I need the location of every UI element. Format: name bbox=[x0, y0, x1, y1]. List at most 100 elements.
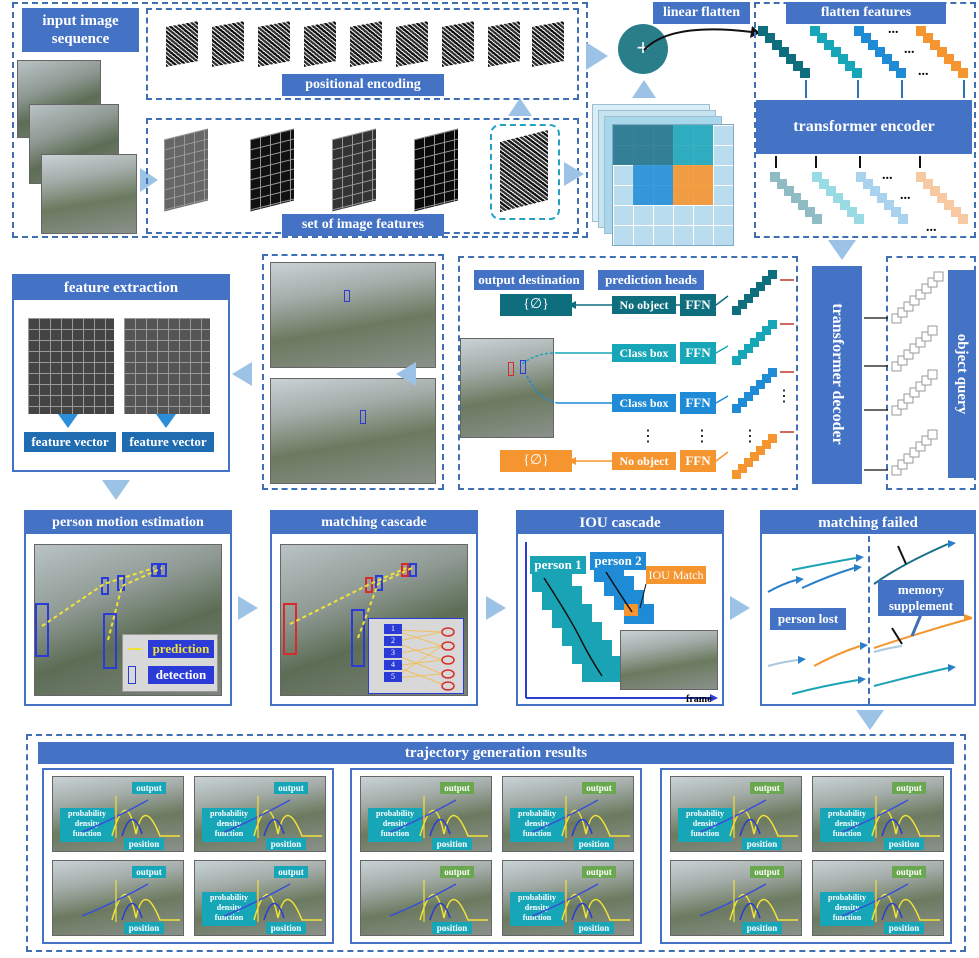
ffn-head-4: FFN bbox=[680, 450, 716, 472]
pdf-curves bbox=[531, 880, 630, 922]
feature-vector-label-1: feature vector bbox=[24, 432, 116, 452]
output-label: output bbox=[132, 782, 166, 794]
memory-supplement-label: memory supplement bbox=[878, 580, 964, 616]
output-label: output bbox=[440, 866, 474, 878]
pdf-curves bbox=[389, 796, 488, 838]
output-destination-label: output destination bbox=[474, 270, 584, 290]
ffn-head-3: FFN bbox=[680, 392, 716, 414]
detection-frames-panel bbox=[262, 254, 444, 490]
down-arrow-b bbox=[156, 414, 176, 428]
flow-arrow-down-right bbox=[856, 710, 884, 730]
pe-map bbox=[532, 21, 564, 67]
pdf-label: probability density function bbox=[678, 808, 732, 842]
empty-set-output-2: {∅} bbox=[500, 450, 572, 472]
flow-arrow-features bbox=[564, 162, 584, 186]
pdf-curves bbox=[81, 796, 180, 838]
detection-legend-box bbox=[128, 666, 136, 684]
flow-arrow-r2 bbox=[486, 596, 506, 620]
feature-map-4 bbox=[414, 128, 458, 212]
vdots-1: ⋮ bbox=[640, 428, 656, 445]
pdf-curves bbox=[223, 880, 322, 922]
feature-grid-stack bbox=[592, 104, 742, 250]
object-query-label: object query bbox=[954, 333, 970, 415]
output-label: output bbox=[274, 782, 308, 794]
position-label: position bbox=[742, 922, 782, 934]
detection-legend-label: detection bbox=[148, 666, 214, 684]
bipartite-num: 2 bbox=[384, 636, 402, 646]
position-label: position bbox=[574, 922, 614, 934]
prediction-heads-label: prediction heads bbox=[598, 270, 704, 290]
set-of-image-features-label: set of image features bbox=[282, 214, 444, 236]
position-label: position bbox=[742, 838, 782, 850]
output-label: output bbox=[274, 866, 308, 878]
pdf-curves bbox=[699, 796, 798, 838]
trajectory-results-title: trajectory generation results bbox=[38, 742, 954, 764]
flow-arrow-up bbox=[508, 98, 532, 116]
feature-grid-front bbox=[612, 124, 734, 246]
prediction-box-red bbox=[508, 362, 514, 376]
flow-arrow-left-2 bbox=[396, 362, 416, 386]
output-label: output bbox=[892, 866, 926, 878]
pe-map bbox=[488, 21, 520, 67]
iou-cascade-panel bbox=[516, 510, 724, 706]
output-label: output bbox=[750, 866, 784, 878]
flatten-feature-stairs bbox=[758, 26, 968, 98]
detection-frame-2 bbox=[270, 378, 436, 484]
detection-frame-1 bbox=[270, 262, 436, 368]
trajectory-results-panel bbox=[26, 734, 966, 952]
person-motion-panel bbox=[24, 510, 232, 706]
pe-map bbox=[166, 21, 198, 67]
iou-photo bbox=[620, 630, 718, 690]
flatten-ellipsis-3: ... bbox=[918, 64, 929, 79]
flatten-ellipsis-1: ... bbox=[888, 22, 899, 37]
transformer-decoder-block: transformer decoder bbox=[812, 266, 862, 484]
output-label: output bbox=[582, 782, 616, 794]
output-label: output bbox=[750, 782, 784, 794]
no-object-head-1: No object bbox=[612, 296, 676, 314]
flow-arrow-r3 bbox=[730, 596, 750, 620]
detection-box-1 bbox=[344, 290, 350, 302]
pe-map bbox=[350, 21, 382, 67]
linear-flatten-label: linear flatten bbox=[653, 2, 750, 24]
pe-map bbox=[304, 21, 336, 67]
matching-cascade-title: matching cascade bbox=[272, 512, 476, 534]
pdf-label: probability density function bbox=[60, 808, 114, 842]
flow-arrow-input bbox=[140, 168, 158, 192]
pdf-curves bbox=[81, 880, 180, 922]
position-label: position bbox=[574, 838, 614, 850]
iou-match-label: IOU Match bbox=[646, 566, 706, 584]
flow-arrow-encoder-down bbox=[828, 240, 856, 260]
ffn-head-1: FFN bbox=[680, 294, 716, 316]
encoder-ellipsis-2: ... bbox=[900, 188, 911, 203]
position-label: position bbox=[266, 922, 306, 934]
encoder-ellipsis-3: ... bbox=[926, 220, 937, 235]
pdf-label: probability density function bbox=[510, 808, 564, 842]
pdf-curves bbox=[841, 796, 940, 838]
no-object-head-2: No object bbox=[612, 452, 676, 470]
position-label: position bbox=[266, 838, 306, 850]
output-label: output bbox=[132, 866, 166, 878]
pe-map bbox=[442, 21, 474, 67]
person-2-label: person 2 bbox=[590, 552, 646, 570]
bipartite-num: 3 bbox=[384, 648, 402, 658]
prediction-connectors bbox=[521, 270, 794, 479]
pdf-label: probability density function bbox=[820, 892, 874, 926]
flow-arrow-pe bbox=[586, 42, 608, 70]
vdots-3: ⋮ bbox=[742, 428, 758, 445]
person-1-label: person 1 bbox=[530, 556, 586, 574]
pdf-label: probability density function bbox=[820, 808, 874, 842]
bipartite-numbers: 1 2 3 4 5 bbox=[384, 624, 402, 684]
bipartite-num: 5 bbox=[384, 672, 402, 682]
selected-feature-frame bbox=[490, 124, 560, 220]
output-label: output bbox=[440, 782, 474, 794]
pdf-label: probability density function bbox=[368, 808, 422, 842]
flatten-ellipsis-2: ... bbox=[904, 42, 915, 57]
prediction-legend-label: prediction bbox=[148, 640, 214, 658]
position-label: position bbox=[884, 922, 924, 934]
feature-grid-b bbox=[124, 318, 210, 414]
flatten-arrow bbox=[643, 26, 760, 51]
ffn-head-2: FFN bbox=[680, 342, 716, 364]
pdf-label: probability density function bbox=[202, 892, 256, 926]
position-label: position bbox=[884, 838, 924, 850]
pdf-label: probability density function bbox=[510, 892, 564, 926]
